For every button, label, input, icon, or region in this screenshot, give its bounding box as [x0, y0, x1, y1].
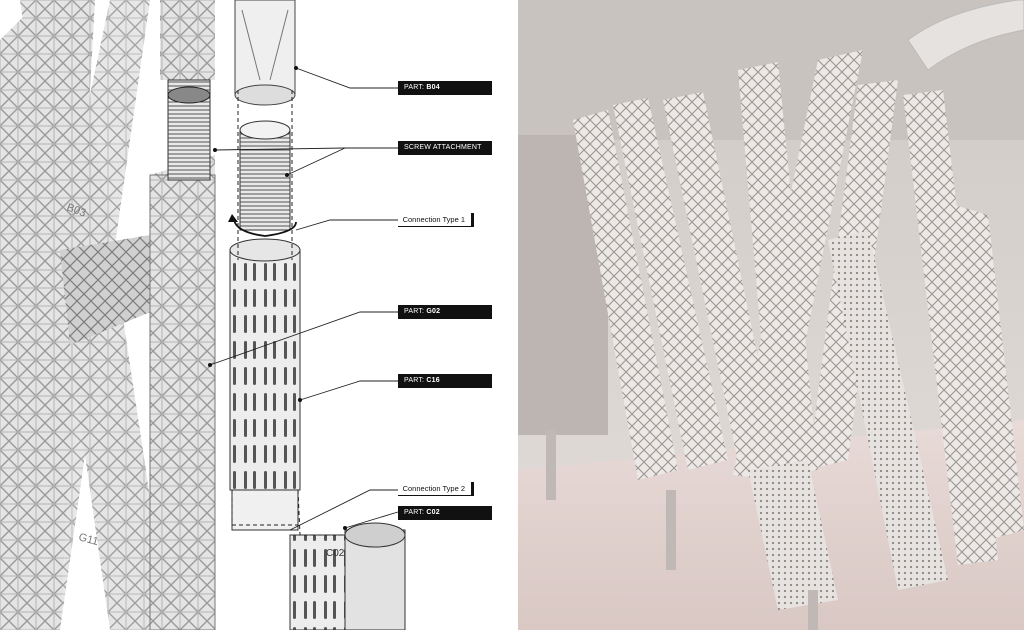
- background-lattice-members: [0, 0, 180, 630]
- part-c02: [289, 522, 406, 630]
- label-code: G02: [426, 308, 441, 315]
- label-part-b04: PART: B04: [398, 81, 492, 95]
- label-code: C02: [426, 509, 440, 516]
- print-photo: [518, 0, 1024, 630]
- support-pins: [546, 430, 818, 630]
- leader-dots: [208, 66, 347, 530]
- exploded-guides: [231, 90, 345, 536]
- label-connection-type-1: Connection Type 1: [398, 213, 474, 227]
- printed-lattice-parts: [573, 50, 1024, 610]
- label-prefix: PART:: [404, 377, 427, 384]
- label-part-g02: PART: G02: [398, 305, 492, 319]
- label-code: C16: [426, 377, 440, 384]
- label-prefix: PART:: [404, 308, 427, 315]
- leader-lines: [209, 67, 399, 531]
- diagram-drawing: B03 G11 C02: [0, 0, 406, 630]
- part-c16: [229, 238, 301, 531]
- label-part-c02: PART: C02: [398, 506, 492, 520]
- label-prefix: PART:: [404, 84, 427, 91]
- part-b04: [234, 0, 296, 106]
- engraving-c02: C02: [326, 548, 345, 559]
- part-g02-column: [149, 0, 216, 630]
- label-part-c16: PART: C16: [398, 374, 492, 388]
- label-screw-attachment: SCREW ATTACHMENT: [398, 141, 492, 155]
- engraving-g11: G11: [77, 531, 99, 548]
- label-code: B04: [426, 84, 440, 91]
- exploded-diagram: B03 G11 C02 PART: B04 SCREW ATTACHMENT C…: [0, 0, 492, 630]
- screw-attachment-piece: [228, 120, 297, 237]
- photo-illustration: [518, 0, 1024, 630]
- label-connection-type-2: Connection Type 2: [398, 482, 474, 496]
- label-prefix: PART:: [404, 509, 427, 516]
